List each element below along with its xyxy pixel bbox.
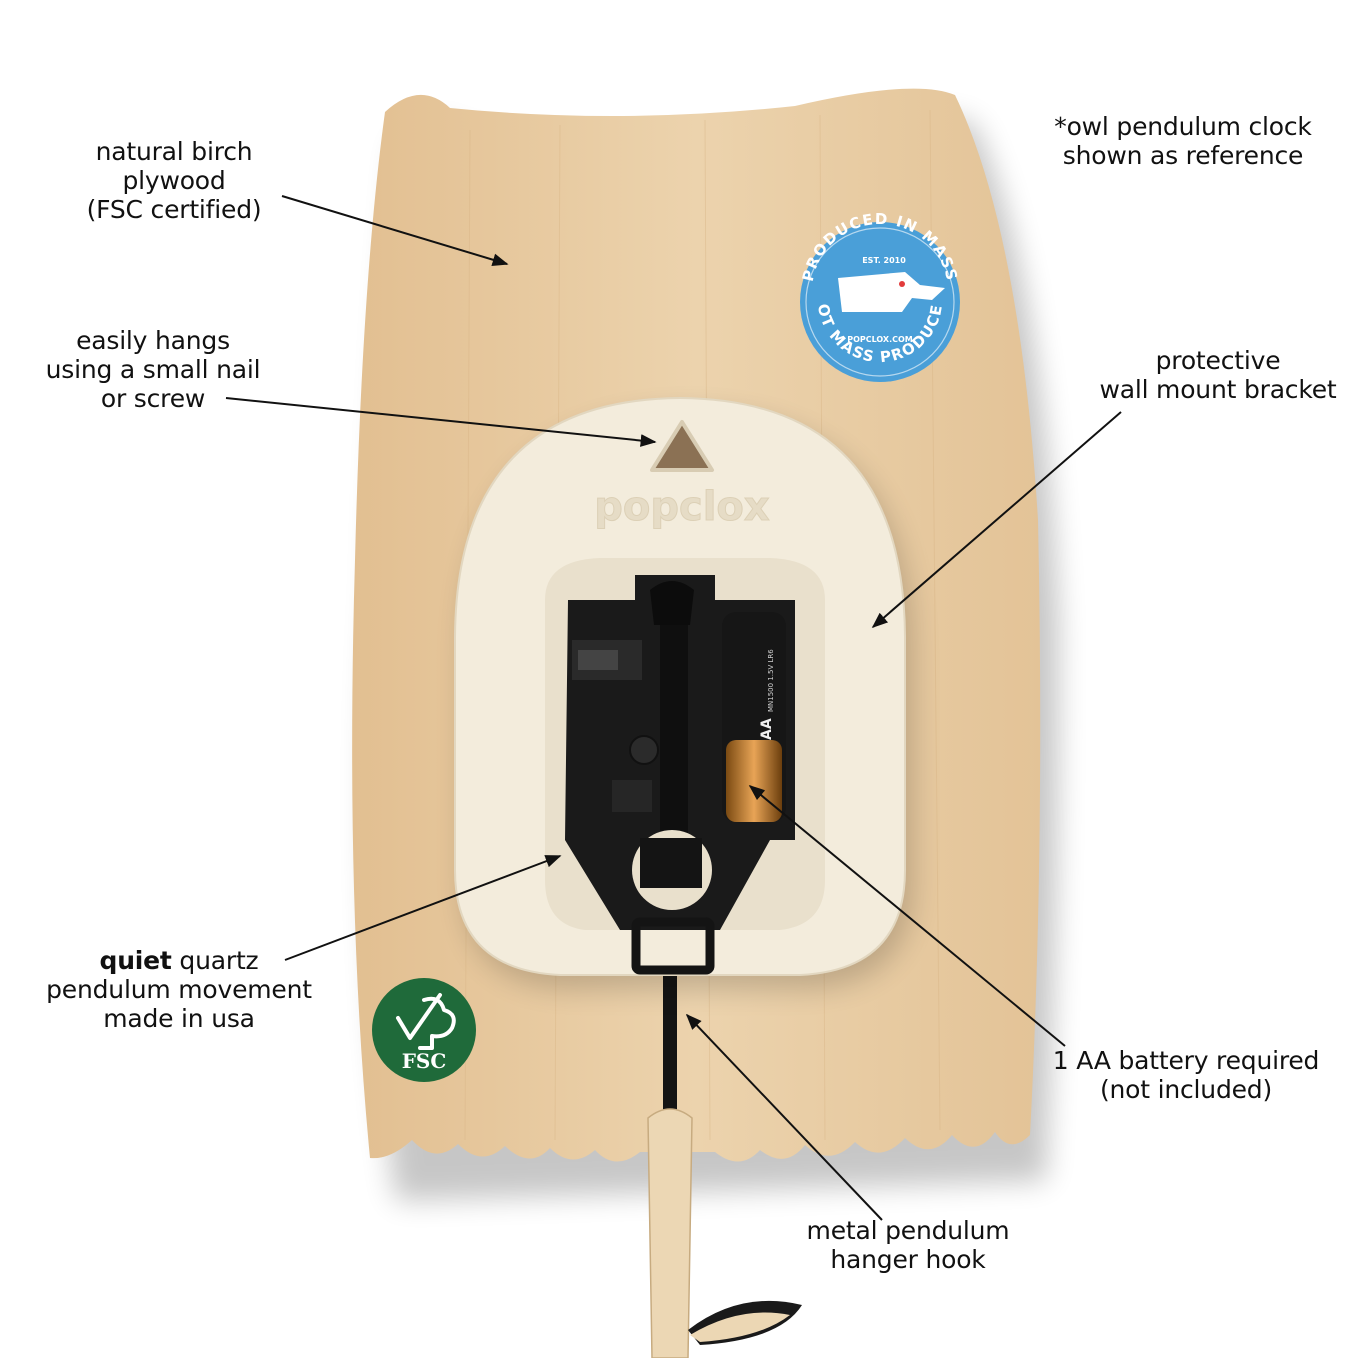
annotation-hangs: easily hangs using a small nail or screw [45,326,261,413]
hanging-hole [650,420,714,472]
fsc-badge: FSC [372,978,476,1082]
battery-small-print: MN1500 1.5V LR6 [767,649,775,712]
annotation-reference: *owl pendulum clock shown as reference [1054,112,1312,170]
sticker-est: EST. 2010 [862,256,906,265]
pendulum-bob [647,1108,693,1358]
aa-battery: AA MN1500 1.5V LR6 [722,612,786,822]
annotation-movement: quiet quartz pendulum movement made in u… [46,946,312,1033]
arrow-battery [748,784,1066,1047]
tree-check-icon [396,993,456,1050]
arrow-bracket [871,411,1122,629]
battery-label: AA [759,718,775,740]
heart-icon [899,281,905,287]
sticker-url: POPCLOX.COM [847,335,913,344]
annotation-birch: natural birch plywood (FSC certified) [86,137,262,224]
annotation-battery: 1 AA battery required (not included) [1052,1046,1320,1104]
pendulum-rod [663,965,677,1130]
arrow-birch [281,195,509,266]
pendulum [647,965,802,1358]
arrow-movement [284,855,562,961]
arrow-hook [685,1013,883,1221]
massachusetts-map-icon [838,272,945,312]
annotation-hook: metal pendulum hanger hook [806,1216,1010,1274]
arrow-hangs [225,397,657,447]
annotation-arrows [225,195,1122,1221]
fsc-text: FSC [402,1049,447,1073]
annotation-bracket: protective wall mount bracket [1099,346,1337,404]
bracket-brand: popclox [594,484,770,530]
